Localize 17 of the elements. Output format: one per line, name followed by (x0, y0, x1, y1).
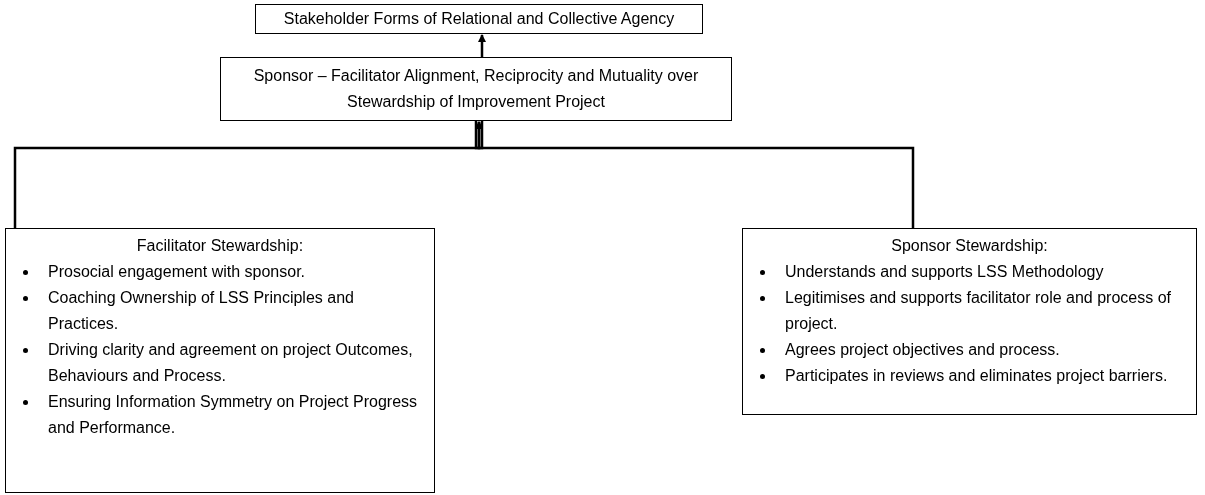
box-title: Sponsor – Facilitator Alignment, Reciprocity and Mutuality over Stewardship of Improvement Project (252, 66, 700, 112)
box-title: Stakeholder Forms of Relational and Collective Agency (283, 9, 675, 29)
text-box (5, 228, 435, 493)
text-box (220, 57, 732, 121)
bullet-text: Participates in reviews and eliminates project barriers. (785, 366, 1168, 386)
bullet-text: Driving clarity and agreement on project Outcomes, Behaviours and Process. (48, 340, 414, 386)
box-heading: Sponsor Stewardship: (890, 236, 1049, 256)
bullet-text: Coaching Ownership of LSS Principles and Practices. (48, 288, 355, 334)
bullet-text: Ensuring Information Symmetry on Project Progress and Performance. (48, 392, 419, 438)
bullet-text: Prosocial engagement with sponsor. (48, 262, 306, 282)
bullet-text: Agrees project objectives and process. (785, 340, 1060, 360)
connector-arrow (475, 121, 915, 228)
box-heading: Facilitator Stewardship: (135, 236, 305, 256)
bullet-text: Understands and supports LSS Methodology (785, 262, 1104, 282)
bullet-text: Legitimises and supports facilitator role and process of project. (785, 288, 1172, 334)
text-box (742, 228, 1197, 415)
text-box (255, 4, 703, 34)
